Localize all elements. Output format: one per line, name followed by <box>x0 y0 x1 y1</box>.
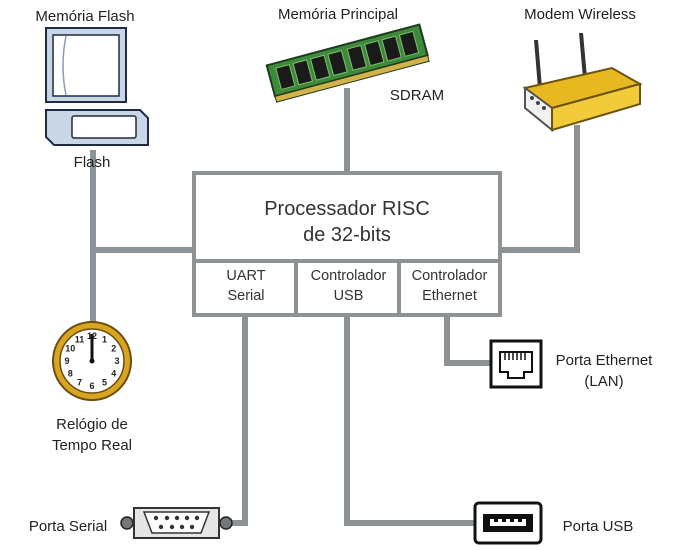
connection-lines <box>90 88 580 526</box>
processor-title-line2: de 32-bits <box>303 224 391 246</box>
processor-box <box>192 171 502 317</box>
processor-title: Processador RISC de 32-bits <box>196 196 498 248</box>
rtc-line2: Tempo Real <box>51 437 133 454</box>
uart-line1: UART <box>226 268 266 284</box>
flash-memory-title: Memória Flash <box>35 8 135 25</box>
clock-number: 9 <box>64 356 69 366</box>
rtc-label: Relógio de Tempo Real <box>40 414 144 456</box>
usb-port-icon <box>473 501 543 545</box>
line-usb-port <box>344 315 475 526</box>
wireless-modem-title: Modem Wireless <box>524 6 636 23</box>
uart-serial-label: UART Serial <box>196 266 296 306</box>
usb-port-label: Porta USB <box>562 518 634 535</box>
usb-controller-line1: Controlador <box>310 268 387 284</box>
clock-number: 1 <box>102 334 107 344</box>
ethernet-port-label: Porta Ethernet (LAN) <box>548 350 660 392</box>
ethernet-controller-label: Controlador Ethernet <box>401 266 498 306</box>
rtc-line1: Relógio de <box>56 416 128 433</box>
line-uart-serial <box>232 315 248 526</box>
clock-number: 8 <box>68 369 73 379</box>
ethernet-port-line1: Porta Ethernet <box>555 352 653 369</box>
wireless-router-icon <box>522 32 643 133</box>
clock-icon: 121234567891011 <box>52 321 132 401</box>
serial-port-icon <box>120 507 233 539</box>
clock-number: 11 <box>75 334 85 344</box>
line-ethernet-port <box>444 315 491 366</box>
processor-block <box>192 171 502 317</box>
flash-memory-icon <box>45 27 149 146</box>
clock-number: 4 <box>111 369 116 379</box>
clock-number: 7 <box>77 378 82 388</box>
ethernet-controller-line1: Controlador <box>411 268 488 284</box>
flash-caption: Flash <box>73 154 111 171</box>
clock-number: 2 <box>111 344 116 354</box>
clock-number: 10 <box>65 344 75 354</box>
line-modem-processor <box>500 125 580 253</box>
main-memory-title: Memória Principal <box>277 6 399 23</box>
serial-port-label: Porta Serial <box>28 518 108 535</box>
ethernet-port-icon <box>489 339 543 389</box>
ethernet-port-line2: (LAN) <box>584 373 624 390</box>
uart-line2: Serial <box>227 288 265 304</box>
usb-controller-line2: USB <box>333 288 364 304</box>
clock-number: 5 <box>102 378 107 388</box>
usb-controller-label: Controlador USB <box>298 266 399 306</box>
sdram-caption: SDRAM <box>389 87 445 104</box>
ethernet-controller-line2: Ethernet <box>422 288 477 304</box>
processor-title-line1: Processador RISC <box>264 198 430 220</box>
clock-number: 6 <box>89 381 94 391</box>
ram-module-icon <box>265 23 430 103</box>
clock-number: 3 <box>114 356 119 366</box>
